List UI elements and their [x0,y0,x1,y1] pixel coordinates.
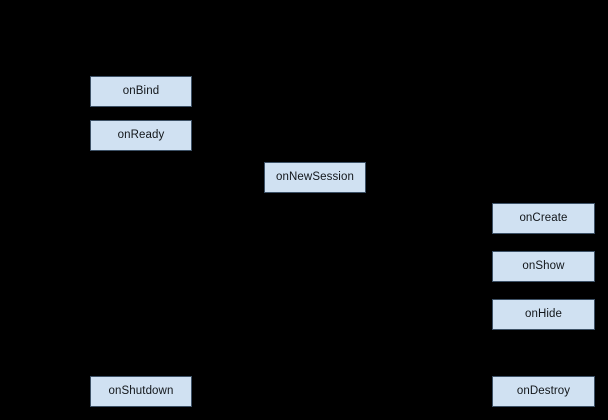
node-on-destroy[interactable]: onDestroy [492,376,595,407]
node-on-shutdown[interactable]: onShutdown [90,376,192,407]
node-label-on-create: onCreate [519,211,568,224]
node-label-on-bind: onBind [122,84,160,97]
node-label-on-hide: onHide [524,307,563,320]
node-on-new-session[interactable]: onNewSession [264,162,366,193]
node-on-bind[interactable]: onBind [90,76,192,107]
node-label-on-ready: onReady [117,128,165,141]
node-label-on-show: onShow [522,259,565,272]
node-on-show[interactable]: onShow [492,251,595,282]
node-label-on-shutdown: onShutdown [108,384,174,397]
node-label-on-new-session: onNewSession [276,170,354,183]
node-label-on-destroy: onDestroy [516,384,571,397]
node-on-hide[interactable]: onHide [492,299,595,330]
node-on-ready[interactable]: onReady [90,120,192,151]
node-on-create[interactable]: onCreate [492,203,595,234]
